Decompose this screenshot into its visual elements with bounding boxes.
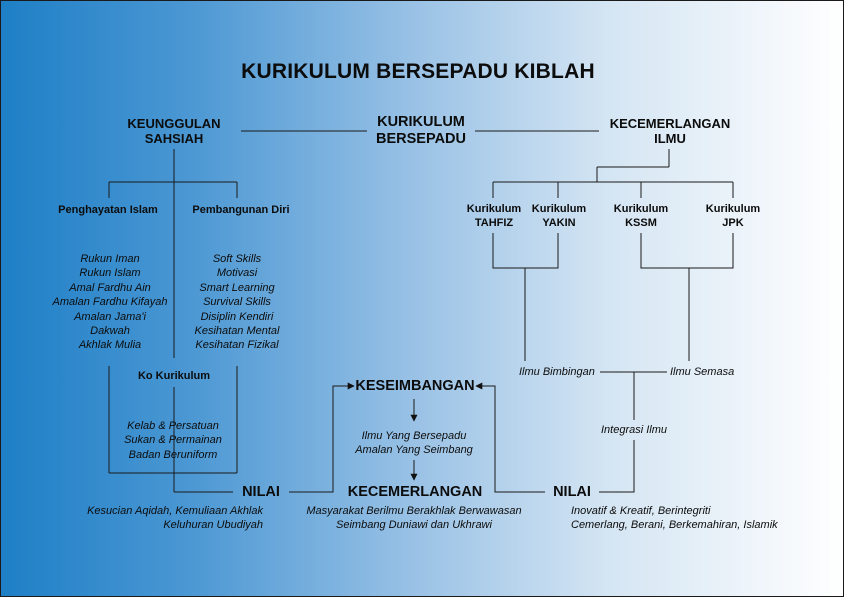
list-item: Kesihatan Fizikal xyxy=(195,339,279,352)
bracket-tahfiz-yakin xyxy=(492,233,559,269)
list-item: Rukun Islam xyxy=(79,267,141,280)
desc-line: Cemerlang, Berani, Berkemahiran, Islamik xyxy=(571,519,778,531)
list-item: Soft Skills xyxy=(212,253,262,265)
list-item: Motivasi xyxy=(216,267,258,280)
left-head-line1: KEUNGGULAN xyxy=(127,116,221,131)
list-item: Amalan Fardhu Kifayah xyxy=(52,296,168,309)
list-item: Survival Skills xyxy=(203,296,271,309)
desc-line: Inovatif & Kreatif, Berintegriti xyxy=(571,505,711,517)
kecemerlangan-desc: Masyarakat Berilmu Berakhlak Berwawasan … xyxy=(299,504,529,532)
desc-line: Kesucian Aqidah, Kemuliaan Akhlak xyxy=(87,505,263,517)
desc-line: Seimbang Duniawi dan Ukhrawi xyxy=(336,519,492,531)
page-title: KURIKULUM BERSEPADU KIBLAH xyxy=(241,60,595,83)
curriculum-line2: JPK xyxy=(722,217,744,229)
ko-kurikulum-list: Kelab & Persatuan Sukan & Permainan Bada… xyxy=(113,419,233,462)
list-item: Kelab & Persatuan xyxy=(127,420,219,432)
curriculum-line1: Kurikulum xyxy=(466,203,522,215)
integrasi-ilmu-label: Integrasi Ilmu xyxy=(601,424,668,436)
bracket-kssm-jpk xyxy=(640,233,734,269)
left-head-node: KEUNGGULAN SAHSIAH xyxy=(104,116,244,146)
penghayatan-label: Penghayatan Islam xyxy=(58,204,158,216)
desc-line: Masyarakat Berilmu Berakhlak Berwawasan xyxy=(306,505,522,517)
kecemerlangan-node: KECEMERLANGAN xyxy=(347,484,483,500)
center-line2: BERSEPADU xyxy=(376,131,466,147)
right-head-node: KECEMERLANGAN ILMU xyxy=(597,116,743,146)
list-item: Smart Learning xyxy=(199,281,275,294)
nilai-right-node: NILAI xyxy=(553,484,591,500)
list-item: Amalan Yang Seimbang xyxy=(355,444,473,457)
list-item: Badan Beruniform xyxy=(128,448,218,461)
center-node: KURIKULUM BERSEPADU xyxy=(358,114,484,148)
desc-line: Keluhuran Ubudiyah xyxy=(163,519,263,531)
curriculum-line1: Kurikulum xyxy=(705,203,761,215)
curriculum-line1: Kurikulum xyxy=(613,203,669,215)
keseimbangan-node: KESEIMBANGAN xyxy=(355,378,475,394)
curriculum-yakin: Kurikulum YAKIN xyxy=(526,202,592,230)
line-integrasi-nilai-right xyxy=(599,440,635,493)
list-item: Sukan & Permainan xyxy=(124,434,222,447)
nilai-left-node: NILAI xyxy=(242,484,280,500)
list-item: Ilmu Yang Bersepadu xyxy=(361,430,467,442)
penghayatan-list: Rukun Iman Rukun Islam Amal Fardhu Ain A… xyxy=(41,252,179,353)
list-item: Amal Fardhu Ain xyxy=(69,281,151,294)
list-item: Akhlak Mulia xyxy=(78,339,142,352)
nilai-right-desc: Inovatif & Kreatif, Berintegriti Cemerla… xyxy=(571,504,778,532)
right-head-line1: KECEMERLANGAN xyxy=(609,116,731,131)
list-item: Amalan Jama'i xyxy=(74,310,146,323)
curriculum-line2: TAHFIZ xyxy=(474,217,514,229)
arrow-nilai-left-keseimbangan xyxy=(289,382,355,493)
curriculum-jpk: Kurikulum JPK xyxy=(700,202,766,230)
arrow-nilai-right-keseimbangan xyxy=(475,382,545,493)
curriculum-line2: KSSM xyxy=(625,217,657,229)
curriculum-kssm: Kurikulum KSSM xyxy=(608,202,674,230)
list-item: Kesihatan Mental xyxy=(194,325,280,338)
list-item: Rukun Iman xyxy=(80,253,140,265)
middle-list: Ilmu Yang Bersepadu Amalan Yang Seimbang xyxy=(334,429,494,458)
pembangunan-label: Pembangunan Diri xyxy=(192,204,290,216)
curriculum-line2: YAKIN xyxy=(542,217,576,229)
pembangunan-list: Soft Skills Motivasi Smart Learning Surv… xyxy=(185,252,289,353)
nilai-left-desc: Kesucian Aqidah, Kemuliaan Akhlak Keluhu… xyxy=(61,504,263,532)
curriculum-line1: Kurikulum xyxy=(531,203,587,215)
ilmu-bimbingan-label: Ilmu Bimbingan xyxy=(519,366,595,378)
center-line1: KURIKULUM xyxy=(377,114,465,130)
ko-kurikulum-label: Ko Kurikulum xyxy=(137,370,211,382)
left-head-line2: SAHSIAH xyxy=(144,131,204,146)
curriculum-tahfiz: Kurikulum TAHFIZ xyxy=(461,202,527,230)
list-item: Dakwah xyxy=(90,325,130,338)
list-item: Disiplin Kendiri xyxy=(200,310,274,323)
ilmu-semasa-label: Ilmu Semasa xyxy=(670,366,735,378)
right-head-line2: ILMU xyxy=(654,131,686,146)
